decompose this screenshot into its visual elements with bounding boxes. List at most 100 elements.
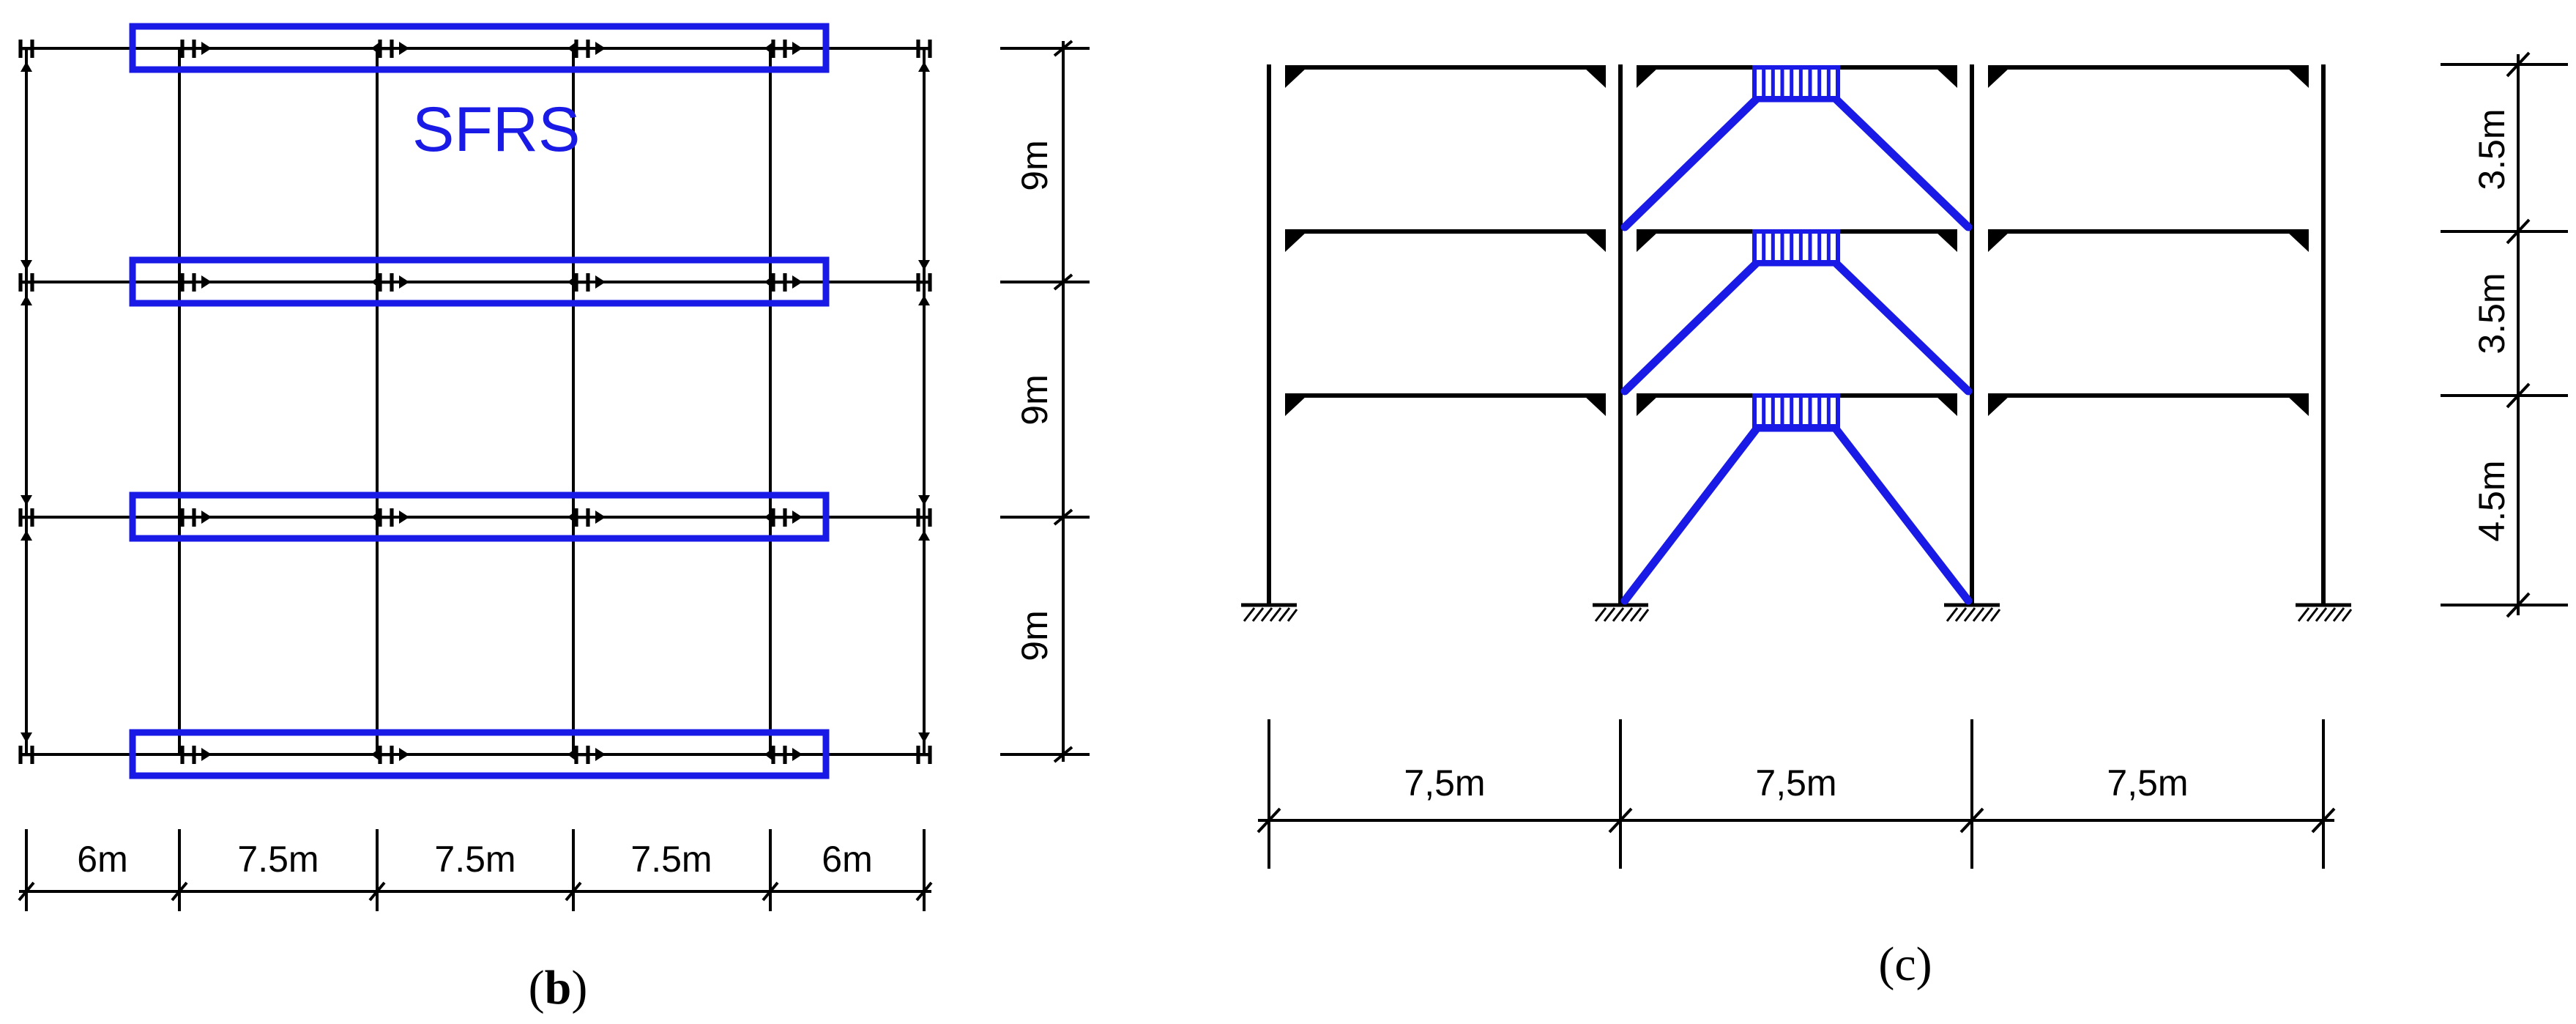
- sfrs-frames: [129, 23, 830, 779]
- pin-connection-symbol: H: [764, 267, 803, 297]
- bay-width-label: 7.5m: [434, 839, 515, 880]
- panel-b-plan-view: H H H H H H H H H H H H H H H H H H H H H H H H SFRS 9m 9m 9m: [17, 23, 1090, 1014]
- pin-connection-symbol: H: [764, 740, 803, 770]
- svg-text:H: H: [915, 267, 934, 297]
- elevation-bay-dimension: 7,5m 7,5m 7,5m: [1257, 719, 2336, 869]
- beam-end-haunch: [1285, 396, 1307, 416]
- svg-text:H: H: [179, 34, 198, 64]
- story-spacing-label: 9m: [1014, 610, 1055, 661]
- beam-end-haunch: [1584, 231, 1606, 252]
- svg-text:H: H: [179, 502, 198, 533]
- beam-end-haunch: [1637, 67, 1659, 88]
- eccentric-braces: [1620, 94, 1973, 605]
- svg-text:H: H: [17, 34, 36, 64]
- beam-end-haunch: [1584, 67, 1606, 88]
- story-height-label: 4.5m: [2471, 460, 2512, 541]
- beam-end-connections: [1285, 67, 2309, 416]
- fixed-support: [1944, 605, 2000, 621]
- svg-text:H: H: [17, 502, 36, 533]
- elevation-frame: [1267, 64, 2326, 605]
- pin-connection-symbol: H: [567, 502, 606, 533]
- pin-connection-symbol: H: [567, 267, 606, 297]
- pin-connection-symbol: H: [764, 502, 803, 533]
- pin-connection-symbol: H: [915, 260, 934, 305]
- pin-connection-symbols: H H H H H H H H H H H H H H H H H H H H H H H H: [17, 34, 934, 770]
- beam-end-haunch: [1637, 231, 1659, 252]
- svg-text:H: H: [915, 34, 934, 64]
- beam-end-haunch: [1584, 396, 1606, 416]
- pin-connection-symbol: H: [17, 732, 36, 770]
- svg-text:H: H: [915, 740, 934, 770]
- sfrs-frame-outline: [129, 491, 830, 542]
- pin-connection-symbol: H: [915, 495, 934, 541]
- svg-text:H: H: [179, 740, 198, 770]
- bay-width-label: 7,5m: [1755, 763, 1836, 804]
- pin-connection-symbol: H: [764, 34, 803, 64]
- beam-end-haunch: [2287, 396, 2309, 416]
- pin-connection-symbol: H: [17, 34, 36, 72]
- beam-end-haunch: [1285, 67, 1307, 88]
- svg-text:H: H: [17, 740, 36, 770]
- bay-width-label: 7.5m: [630, 839, 712, 880]
- pin-connection-symbol: H: [371, 740, 409, 770]
- story-spacing-label: 9m: [1014, 374, 1055, 425]
- beam-end-haunch: [1988, 67, 2010, 88]
- panel-c-caption: (c): [1878, 938, 1932, 991]
- bay-width-label: 6m: [77, 839, 127, 880]
- beam-end-haunch: [1637, 396, 1659, 416]
- beam-end-haunch: [1988, 396, 2010, 416]
- story-height-label: 3.5m: [2471, 272, 2512, 354]
- sfrs-label: SFRS: [412, 94, 580, 165]
- svg-text:H: H: [17, 267, 36, 297]
- beam-end-haunch: [2287, 231, 2309, 252]
- beam-end-haunch: [1988, 231, 2010, 252]
- beam-end-haunch: [1285, 231, 1307, 252]
- bay-width-label: 7,5m: [2107, 763, 2188, 804]
- pin-connection-symbol: H: [179, 34, 212, 64]
- eccentric-link: [1752, 229, 1840, 264]
- plan-bay-dimension: 6m 7.5m 7.5m 7.5m 6m: [18, 829, 933, 911]
- eccentric-links: [1752, 65, 1840, 428]
- pin-connection-symbol: H: [371, 34, 409, 64]
- svg-text:H: H: [179, 267, 198, 297]
- sfrs-frame-outline: [129, 23, 830, 73]
- pin-connection-symbol: H: [17, 260, 36, 305]
- beam-end-haunch: [1935, 396, 1957, 416]
- plan-grid: [25, 47, 926, 756]
- sfrs-frame-outline: [129, 256, 830, 307]
- svg-text:H: H: [915, 502, 934, 533]
- plan-story-dimension: 9m 9m 9m: [1000, 40, 1090, 763]
- beam-end-haunch: [2287, 67, 2309, 88]
- bay-width-label: 7.5m: [237, 839, 319, 880]
- eccentric-link: [1752, 393, 1840, 428]
- brace-story-2: [1620, 258, 1973, 396]
- fixed-supports: [1241, 605, 2351, 621]
- pin-connection-symbol: H: [371, 502, 409, 533]
- beam-end-haunch: [1935, 231, 1957, 252]
- pin-connection-symbol: H: [567, 740, 606, 770]
- sfrs-frame-outline: [129, 729, 830, 779]
- story-height-label: 3.5m: [2471, 108, 2512, 190]
- pin-connection-symbol: H: [915, 732, 934, 770]
- story-spacing-label: 9m: [1014, 140, 1055, 190]
- pin-connection-symbol: H: [567, 34, 606, 64]
- pin-connection-symbol: H: [179, 267, 212, 297]
- bay-width-label: 6m: [822, 839, 872, 880]
- pin-connection-symbol: H: [179, 740, 212, 770]
- pin-connection-symbol: H: [179, 502, 212, 533]
- brace-story-1: [1620, 423, 1973, 605]
- brace-story-3: [1620, 94, 1973, 231]
- beam-end-haunch: [1935, 67, 1957, 88]
- pin-connection-symbol: H: [371, 267, 409, 297]
- elevation-story-dimension: 3.5m 3.5m 4.5m: [2441, 51, 2568, 618]
- fixed-support: [1241, 605, 1297, 621]
- panel-b-caption: (b): [529, 961, 588, 1014]
- fixed-support: [2296, 605, 2351, 621]
- fixed-support: [1593, 605, 1648, 621]
- eccentric-link: [1752, 65, 1840, 100]
- bay-width-label: 7,5m: [1404, 763, 1485, 804]
- pin-connection-symbol: H: [17, 495, 36, 541]
- pin-connection-symbol: H: [915, 34, 934, 72]
- panel-c-elevation: 3.5m 3.5m 4.5m 7,5m 7,5m 7,5m (c): [1241, 51, 2568, 991]
